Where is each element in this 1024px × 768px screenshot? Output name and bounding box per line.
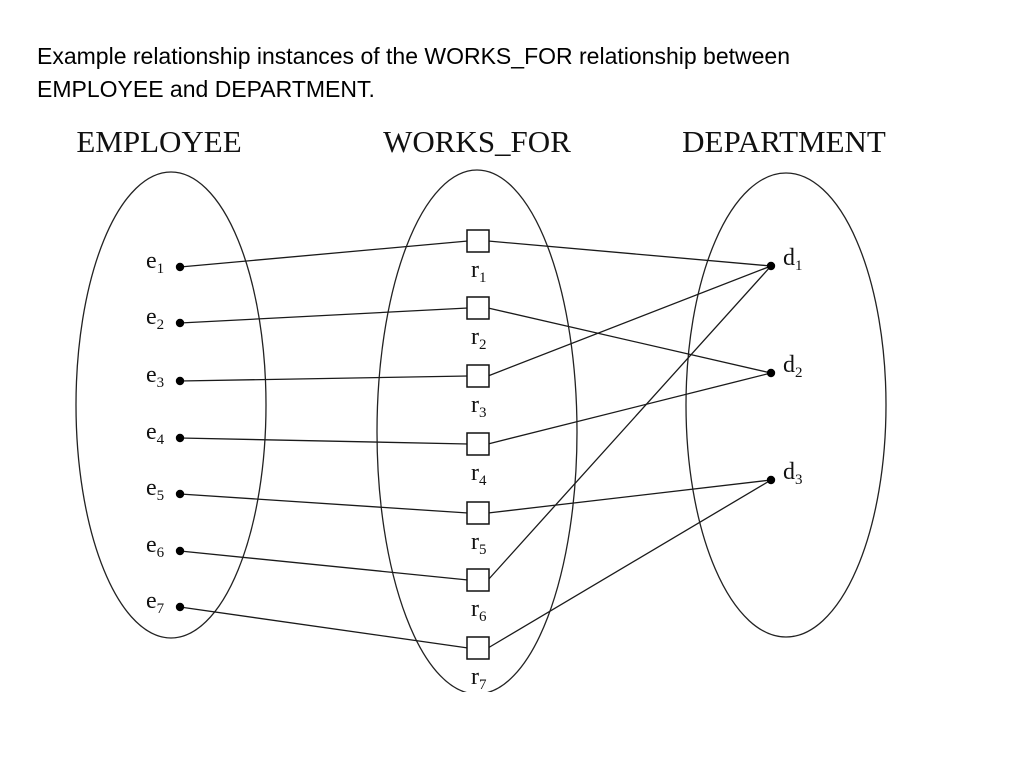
employee-dot-e3 [175, 376, 185, 386]
relationship-label-r5: r5 [471, 529, 487, 558]
relationship-box-r5 [466, 501, 490, 525]
link-e4-r4 [179, 437, 469, 445]
department-label-d2: d2 [783, 352, 803, 381]
links-layer [179, 240, 772, 649]
relationship-label-r6: r6 [471, 596, 487, 625]
employee-label-e6: e6 [146, 532, 165, 561]
link-r7-d3 [487, 479, 772, 649]
relationship-label-r2: r2 [471, 324, 487, 353]
link-e6-r6 [179, 550, 469, 581]
employee-label-e5: e5 [146, 475, 164, 504]
department-dot-d2 [766, 368, 776, 378]
link-r6-d1 [487, 265, 772, 581]
employee-dot-e5 [175, 489, 185, 499]
relationship-box-r3 [466, 364, 490, 388]
employee-set-title: EMPLOYEE [76, 124, 241, 159]
link-r3-d1 [487, 265, 772, 377]
department-set-oval [685, 172, 887, 638]
link-e3-r3 [179, 375, 469, 382]
employee-label-e2: e2 [146, 304, 164, 333]
relationship-label-r4: r4 [471, 460, 487, 489]
relationship-box-r4 [466, 432, 490, 456]
relationship-box-r7 [466, 636, 490, 660]
link-r5-d3 [487, 479, 772, 514]
employee-dot-e6 [175, 546, 185, 556]
employee-dot-e2 [175, 318, 185, 328]
relationship-label-r1: r1 [471, 257, 487, 286]
link-e1-r1 [179, 240, 469, 268]
employee-label-e3: e3 [146, 362, 164, 391]
link-r2-d2 [487, 307, 772, 374]
caption-line-2: EMPLOYEE and DEPARTMENT. [37, 76, 375, 102]
link-e2-r2 [179, 307, 469, 324]
relationship-box-r1 [466, 229, 490, 253]
relationship-box-r2 [466, 296, 490, 320]
relationship-label-r3: r3 [471, 392, 487, 421]
employee-dot-e4 [175, 433, 185, 443]
department-set-title: DEPARTMENT [682, 124, 886, 159]
slide-caption: Example relationship instances of the WO… [37, 40, 937, 106]
works-for-set-title: WORKS_FOR [383, 124, 571, 159]
employee-dot-e7 [175, 602, 185, 612]
employee-dot-e1 [175, 262, 185, 272]
link-r1-d1 [487, 240, 772, 267]
link-e5-r5 [179, 493, 469, 514]
employee-label-e1: e1 [146, 248, 164, 277]
employee-set-oval [75, 171, 267, 639]
caption-line-1: Example relationship instances of the WO… [37, 43, 790, 69]
employee-label-e7: e7 [146, 588, 165, 617]
works-for-set-oval [376, 169, 578, 692]
department-dot-d1 [766, 261, 776, 271]
department-label-d3: d3 [783, 459, 803, 488]
nodes-layer: e1 e2 e3 e4 e5 e6 e7 r1 r2 r3 r4 r5 r6 r7 d1 d2 d3 [146, 229, 803, 693]
employee-label-e4: e4 [146, 419, 165, 448]
link-r4-d2 [487, 372, 772, 445]
department-label-d1: d1 [783, 245, 803, 274]
department-dot-d3 [766, 475, 776, 485]
relationship-box-r6 [466, 568, 490, 592]
link-e7-r7 [179, 606, 469, 649]
relationship-label-r7: r7 [471, 664, 487, 693]
